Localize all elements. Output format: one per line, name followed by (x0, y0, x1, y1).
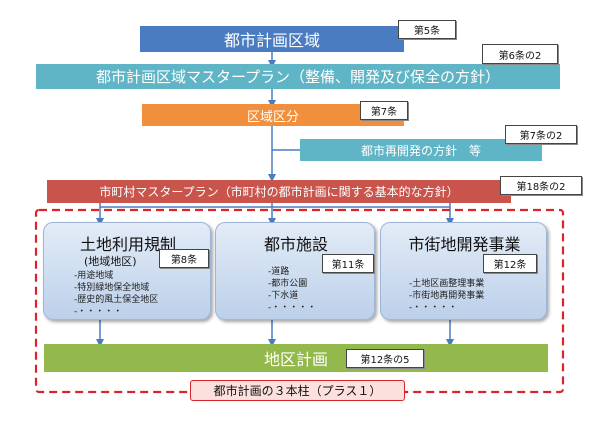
list-item: -道路 (268, 267, 290, 277)
list-item: -・・・・・ (268, 303, 317, 313)
three-pillars-caption: 都市計画の３本柱（プラス１） (190, 380, 405, 401)
article-5-tag: 第5条 (398, 20, 456, 39)
district-plan-label: 地区計画 (263, 350, 328, 369)
three-pillars-caption-text: 都市計画の３本柱（プラス１） (213, 384, 382, 398)
list-item: -都市公園 (268, 279, 308, 289)
list-item: -用途地域 (74, 271, 114, 281)
article-7-text: 第7条 (370, 107, 398, 118)
redevelopment-policy-label: 都市再開発の方針 等 (360, 143, 481, 158)
list-item: -・・・・・ (74, 307, 123, 317)
article-7-2-tag: 第7条の2 (505, 125, 577, 144)
article-11-tag: 第11条 (322, 254, 374, 273)
article-18-2-text: 第18条の2 (516, 182, 566, 193)
article-6-2-tag: 第6条の2 (482, 44, 558, 64)
article-12-5-text: 第12条の5 (360, 355, 410, 366)
pillar-urban-development-title: 市街地開発事業 (408, 235, 521, 254)
list-item: -土地区画整理事業 (409, 279, 485, 289)
master-plan-box: 都市計画区域マスタープラン（整備、開発及び保全の方針） (36, 64, 560, 89)
pillar-urban-development-items: -土地区画整理事業 -市街地再開発事業 -・・・・・ (409, 278, 484, 314)
city-planning-area-label: 都市計画区域 (223, 31, 320, 50)
municipal-master-plan-box: 市町村マスタープラン（市町村の都市計画に関する基本的な方針） (47, 180, 511, 203)
article-8-text: 第8条 (170, 255, 198, 266)
article-18-2-tag: 第18条の2 (500, 176, 582, 195)
list-item: -市街地再開発事業 (409, 291, 485, 301)
article-7-tag: 第7条 (360, 101, 408, 120)
article-11-text: 第11条 (331, 260, 365, 271)
article-8-tag: 第8条 (159, 249, 209, 268)
municipal-master-plan-label: 市町村マスタープラン（市町村の都市計画に関する基本的な方針） (99, 185, 459, 199)
pillar-land-use-title: 土地利用規制 (79, 235, 176, 254)
article-5-text: 第5条 (413, 26, 441, 37)
list-item: -・・・・・ (409, 303, 458, 313)
pillar-land-use-subtitle: (地域地区) (84, 255, 137, 268)
list-item: -特別緑地保全地域 (74, 283, 150, 293)
pillar-land-use-items: -用途地域 -特別緑地保全地域 -歴史的風土保全地区 -・・・・・ (74, 270, 158, 318)
article-12-5-tag: 第12条の5 (346, 349, 424, 368)
list-item: -歴史的風土保全地区 (74, 295, 159, 305)
master-plan-label: 都市計画区域マスタープラン（整備、開発及び保全の方針） (95, 68, 501, 86)
city-planning-area-box: 都市計画区域 (140, 26, 404, 52)
pillar-urban-facilities-items: -道路 -都市公園 -下水道 -・・・・・ (268, 266, 316, 314)
article-6-2-text: 第6条の2 (498, 50, 542, 62)
pillar-urban-facilities-title: 都市施設 (263, 235, 328, 254)
zoning-division-box: 区域区分 (142, 104, 404, 126)
article-12-tag: 第12条 (483, 254, 537, 273)
article-7-2-text: 第7条の2 (519, 131, 563, 142)
district-plan-box: 地区計画 (44, 344, 548, 372)
list-item: -下水道 (268, 291, 299, 301)
redevelopment-policy-box: 都市再開発の方針 等 (300, 139, 542, 161)
zoning-division-label: 区域区分 (246, 109, 299, 125)
article-12-text: 第12条 (493, 260, 527, 271)
pillar-land-use-card: 土地利用規制 (地域地区) -用途地域 -特別緑地保全地域 -歴史的風土保全地区… (43, 222, 211, 320)
